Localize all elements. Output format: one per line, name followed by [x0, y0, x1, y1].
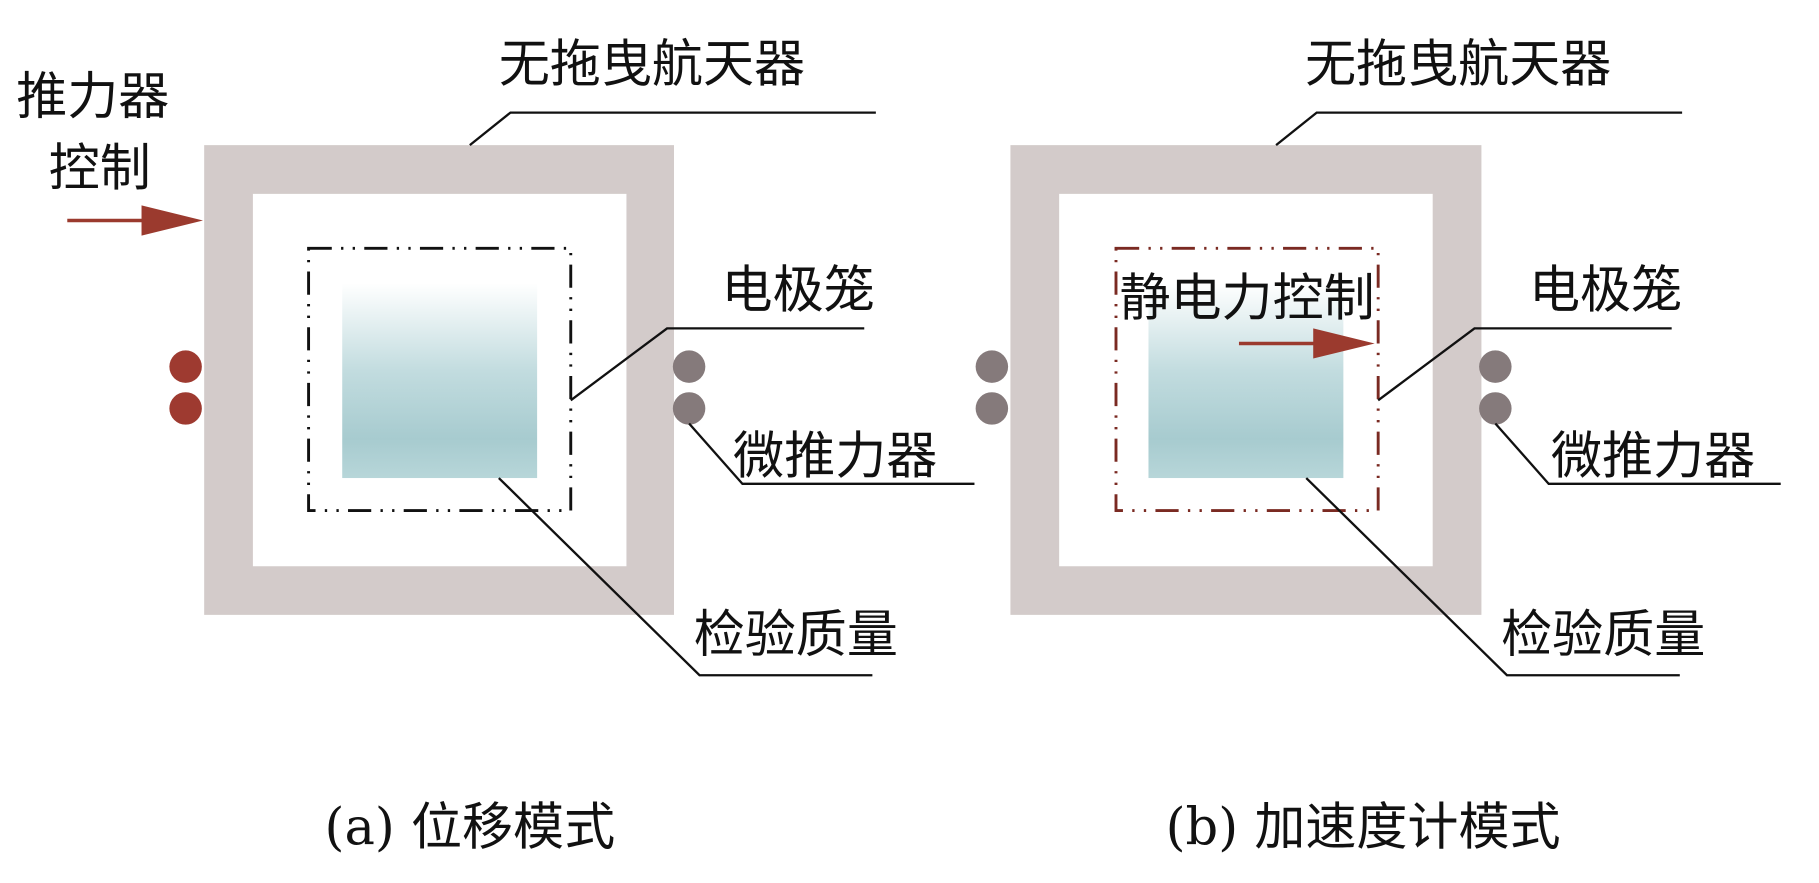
leader-line-cage	[570, 327, 865, 402]
test-mass-label: 检验质量	[1501, 606, 1705, 665]
leader-line-thruster	[688, 422, 975, 486]
cage-label: 电极笼	[722, 262, 875, 321]
leader-line-cage	[1377, 327, 1672, 402]
spacecraft-frame	[1010, 145, 1482, 615]
test-mass	[1148, 283, 1344, 479]
panel-a-displacement-mode: 无拖曳航天器 推力器 控制 电极笼 微推力器 检验质量 (a) 位移模式	[16, 35, 975, 858]
thruster-control-label: 控制	[49, 140, 151, 199]
cage-label: 电极笼	[1529, 262, 1682, 321]
micro-thruster	[672, 350, 706, 383]
micro-thruster	[975, 350, 1009, 383]
micro-thruster-label: 微推力器	[733, 427, 937, 486]
electrode-cage	[1114, 246, 1380, 512]
active-thruster	[169, 392, 202, 425]
micro-thruster	[975, 392, 1009, 425]
micro-thruster	[1479, 350, 1512, 383]
leader-line-spacecraft	[1275, 111, 1683, 147]
test-mass	[342, 283, 538, 479]
caption-b: (b) 加速度计模式	[1166, 799, 1561, 858]
micro-thruster-label: 微推力器	[1551, 427, 1755, 486]
test-mass-label: 检验质量	[694, 606, 898, 665]
panel-b-accelerometer-mode: 静电力控制 无拖曳航天器 电极笼 微推力器 检验质量 (b) 加速度计模式	[975, 35, 1781, 858]
electrostatic-control-label: 静电力控制	[1119, 270, 1374, 329]
micro-thruster	[672, 392, 706, 425]
electrostatic-force-arrow-icon	[1238, 328, 1375, 359]
thruster-control-arrow-icon	[67, 205, 204, 236]
active-thruster	[169, 350, 202, 383]
spacecraft-label: 无拖曳航天器	[499, 35, 805, 94]
spacecraft-frame	[204, 145, 675, 615]
leader-line-thruster	[1494, 422, 1781, 486]
leader-line-mass	[1305, 477, 1680, 677]
micro-thruster	[1479, 392, 1512, 425]
thruster-control-label: 推力器	[16, 68, 169, 127]
leader-line-spacecraft	[469, 111, 876, 147]
leader-line-mass	[498, 477, 873, 677]
caption-a: (a) 位移模式	[325, 799, 616, 858]
electrode-cage	[307, 246, 573, 512]
spacecraft-label: 无拖曳航天器	[1305, 35, 1611, 94]
